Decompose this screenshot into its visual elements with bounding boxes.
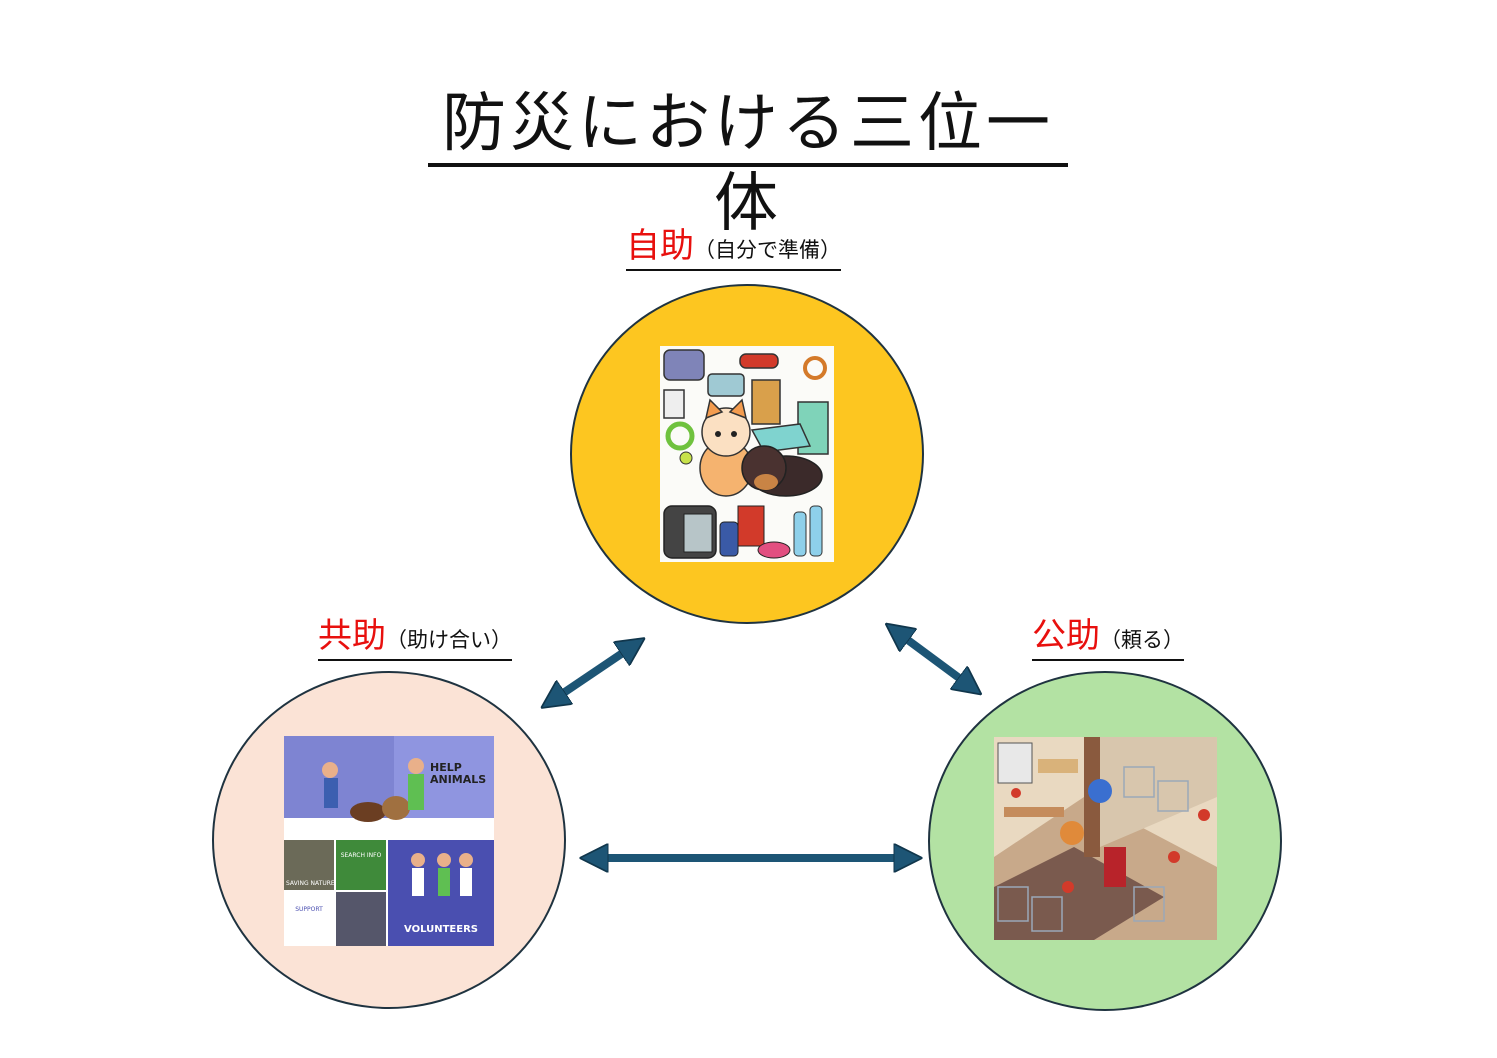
pet-supplies-illustration (660, 346, 834, 562)
arrow-self-public (897, 632, 970, 686)
self-help-subtitle: （自分で準備） (694, 238, 841, 262)
label-public-help: 公助（頼る） (1032, 608, 1184, 661)
public-help-subtitle: （頼る） (1100, 628, 1184, 652)
page-title: 防災における三位一体 (442, 87, 1054, 241)
mutual-help-subtitle: （助け合い） (386, 628, 512, 652)
poster-tile-support: SUPPORT (295, 906, 323, 913)
public-help-underline (1032, 659, 1184, 661)
self-help-title: 自助 (626, 226, 694, 266)
poster-headline: HELP ANIMALS (430, 761, 487, 786)
poster-tile-saving-nature: SAVING NATURE (286, 880, 335, 887)
mutual-help-title: 共助 (318, 616, 386, 656)
label-mutual-help: 共助（助け合い） (318, 608, 512, 661)
help-animals-poster: HELP ANIMALS SAVING NATURE SEARCH INFO S… (284, 736, 494, 946)
animal-shelter-illustration (994, 737, 1217, 940)
mutual-help-underline (318, 659, 512, 661)
self-help-underline (626, 269, 841, 271)
poster-tile-volunteers: VOLUNTEERS (404, 924, 478, 935)
arrow-self-mutual (553, 646, 633, 700)
label-self-help: 自助（自分で準備） (626, 218, 841, 271)
public-help-title: 公助 (1032, 616, 1100, 656)
title-underline (428, 163, 1068, 167)
poster-tile-search-info: SEARCH INFO (340, 852, 382, 859)
